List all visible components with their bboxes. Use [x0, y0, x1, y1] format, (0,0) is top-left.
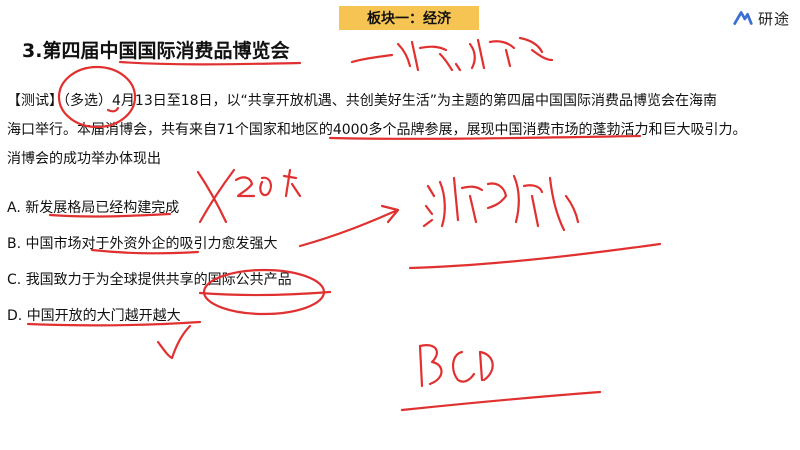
ink-note-underline: [408, 242, 662, 270]
option-text: 新发展格局已经构建完成: [25, 200, 180, 216]
ink-answer-underline: [400, 390, 602, 412]
section-label: 板块一：经济: [367, 11, 451, 27]
ink-cross-a: [196, 168, 236, 224]
option-letter: B.: [7, 236, 22, 252]
option-a[interactable]: A. 新发展格局已经构建完成: [7, 197, 179, 217]
option-letter: C.: [7, 272, 22, 288]
ink-answer-bcd: [418, 344, 494, 388]
ink-tick-d: [156, 324, 192, 360]
question-stem: 【测试】（多选）4月13日至18日，以“共享开放机遇、共创美好生活”为主题的第四…: [7, 87, 793, 174]
option-letter: A.: [7, 200, 21, 216]
ink-scribble-title: [350, 36, 554, 72]
section-badge: 板块一：经济: [339, 6, 479, 30]
question-line: 海口举行。本届消博会，共有来自71个国家和地区的4000多个品牌参展，展现中国消…: [7, 122, 747, 138]
option-text: 我国致力于为全球提供共享的国际公共产品: [25, 272, 292, 288]
question-line: 【测试】（多选）4月13日至18日，以“共享开放机遇、共创美好生活”为主题的第四…: [7, 93, 718, 109]
ink-underline-c: [198, 290, 332, 297]
option-c[interactable]: C. 我国致力于为全球提供共享的国际公共产品: [7, 269, 292, 289]
brand: 研途: [732, 3, 790, 33]
ink-right-note: [422, 174, 580, 232]
page-title: 3.第四届中国国际消费品博览会: [22, 40, 290, 62]
brand-name: 研途: [758, 9, 791, 28]
option-text: 中国开放的大门越开越大: [26, 308, 181, 324]
option-text: 中国市场对于外资外企的吸引力愈发强大: [25, 236, 278, 252]
option-d[interactable]: D. 中国开放的大门越开越大: [7, 305, 181, 325]
yantu-logo-icon: [733, 11, 753, 25]
option-b[interactable]: B. 中国市场对于外资外企的吸引力愈发强大: [7, 233, 278, 253]
ink-arrow: [298, 204, 400, 248]
option-letter: D.: [7, 308, 23, 324]
question-line: 消博会的成功举办体现出: [7, 151, 161, 167]
